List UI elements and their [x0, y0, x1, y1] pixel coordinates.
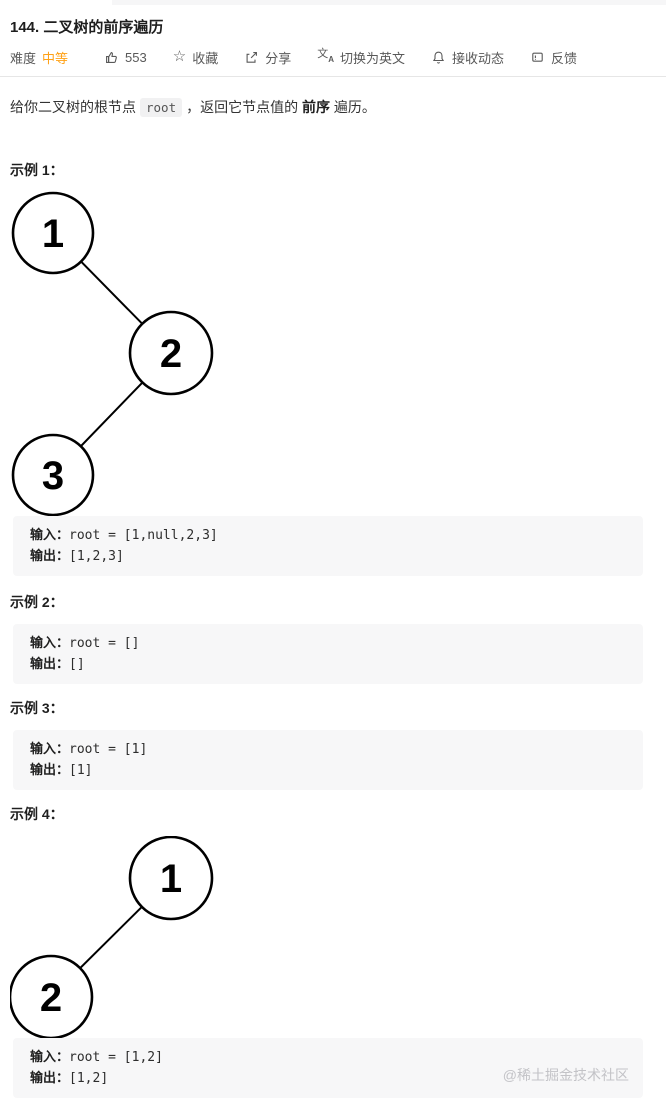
example-1-tree: 1 2 3 — [10, 189, 656, 519]
example-2-io-block: 输入：root = [] 输出：[] — [13, 624, 643, 684]
difficulty-label: 难度 — [10, 50, 37, 66]
example-4-label: 示例 4： — [10, 806, 64, 822]
example-2-label: 示例 2： — [10, 594, 64, 610]
favorite-label: 收藏 — [192, 50, 219, 66]
share-icon — [246, 51, 258, 63]
tree-node-circle — [11, 433, 95, 517]
tree-node-value: 2 — [40, 976, 62, 1020]
like-button[interactable]: 553 — [104, 50, 147, 65]
example-3-output-line: 输出：[1] — [30, 762, 93, 778]
example-1-io-block: 输入：root = [1,null,2,3] 输出：[1,2,3] — [13, 516, 643, 576]
tree-node-circle — [128, 836, 214, 921]
example-1-output-line: 输出：[1,2,3] — [30, 548, 124, 564]
star-icon: ☆ — [172, 48, 187, 65]
example-2-output-line: 输出：[] — [30, 656, 85, 672]
switch-language-label: 切换为英文 — [340, 50, 406, 66]
tree-node-value: 1 — [42, 212, 64, 256]
bell-icon — [432, 51, 445, 64]
example-4-input-line: 输入：root = [1,2] — [30, 1049, 163, 1065]
example-3-input-line: 输入：root = [1] — [30, 741, 148, 757]
tree-node-value: 1 — [160, 857, 182, 901]
example-3-io-block: 输入：root = [1] 输出：[1] — [13, 730, 643, 790]
binary-tree-diagram: 12 — [10, 836, 214, 1040]
divider — [0, 76, 666, 77]
example-1-label: 示例 1： — [10, 162, 64, 178]
tree-node-value: 3 — [42, 454, 64, 498]
like-count: 553 — [125, 49, 147, 65]
tree-node-circle — [11, 191, 95, 275]
share-label: 分享 — [265, 50, 292, 66]
example-3-label: 示例 3： — [10, 700, 64, 716]
example-4-output-line: 输出：[1,2] — [30, 1070, 109, 1086]
example-2-input-line: 输入：root = [] — [30, 635, 140, 651]
page-title: 144. 二叉树的前序遍历 — [10, 19, 164, 36]
top-strip — [112, 0, 666, 5]
subscribe-button[interactable]: 接收动态 — [431, 48, 504, 67]
feedback-label: 反馈 — [551, 50, 578, 66]
tree-node-value: 2 — [160, 332, 182, 376]
example-1-input-line: 输入：root = [1,null,2,3] — [30, 527, 218, 543]
favorite-button[interactable]: ☆ 收藏 — [173, 48, 218, 67]
difficulty-badge: 中等 — [42, 50, 69, 66]
subscribe-label: 接收动态 — [452, 50, 505, 66]
share-button[interactable]: 分享 — [244, 48, 291, 67]
binary-tree-diagram: 1 2 3 — [11, 191, 214, 517]
inline-code-root: root — [140, 98, 183, 117]
thumbs-up-icon — [106, 51, 117, 63]
watermark: @稀土掘金技术社区 — [502, 1067, 629, 1083]
tree-node-circle — [128, 310, 214, 396]
difficulty: 难度 中等 — [10, 48, 68, 67]
feedback-icon — [532, 52, 543, 62]
feedback-button[interactable]: 反馈 — [530, 48, 577, 67]
example-4-io-block: 输入：root = [1,2] 输出：[1,2] @稀土掘金技术社区 — [13, 1038, 643, 1098]
